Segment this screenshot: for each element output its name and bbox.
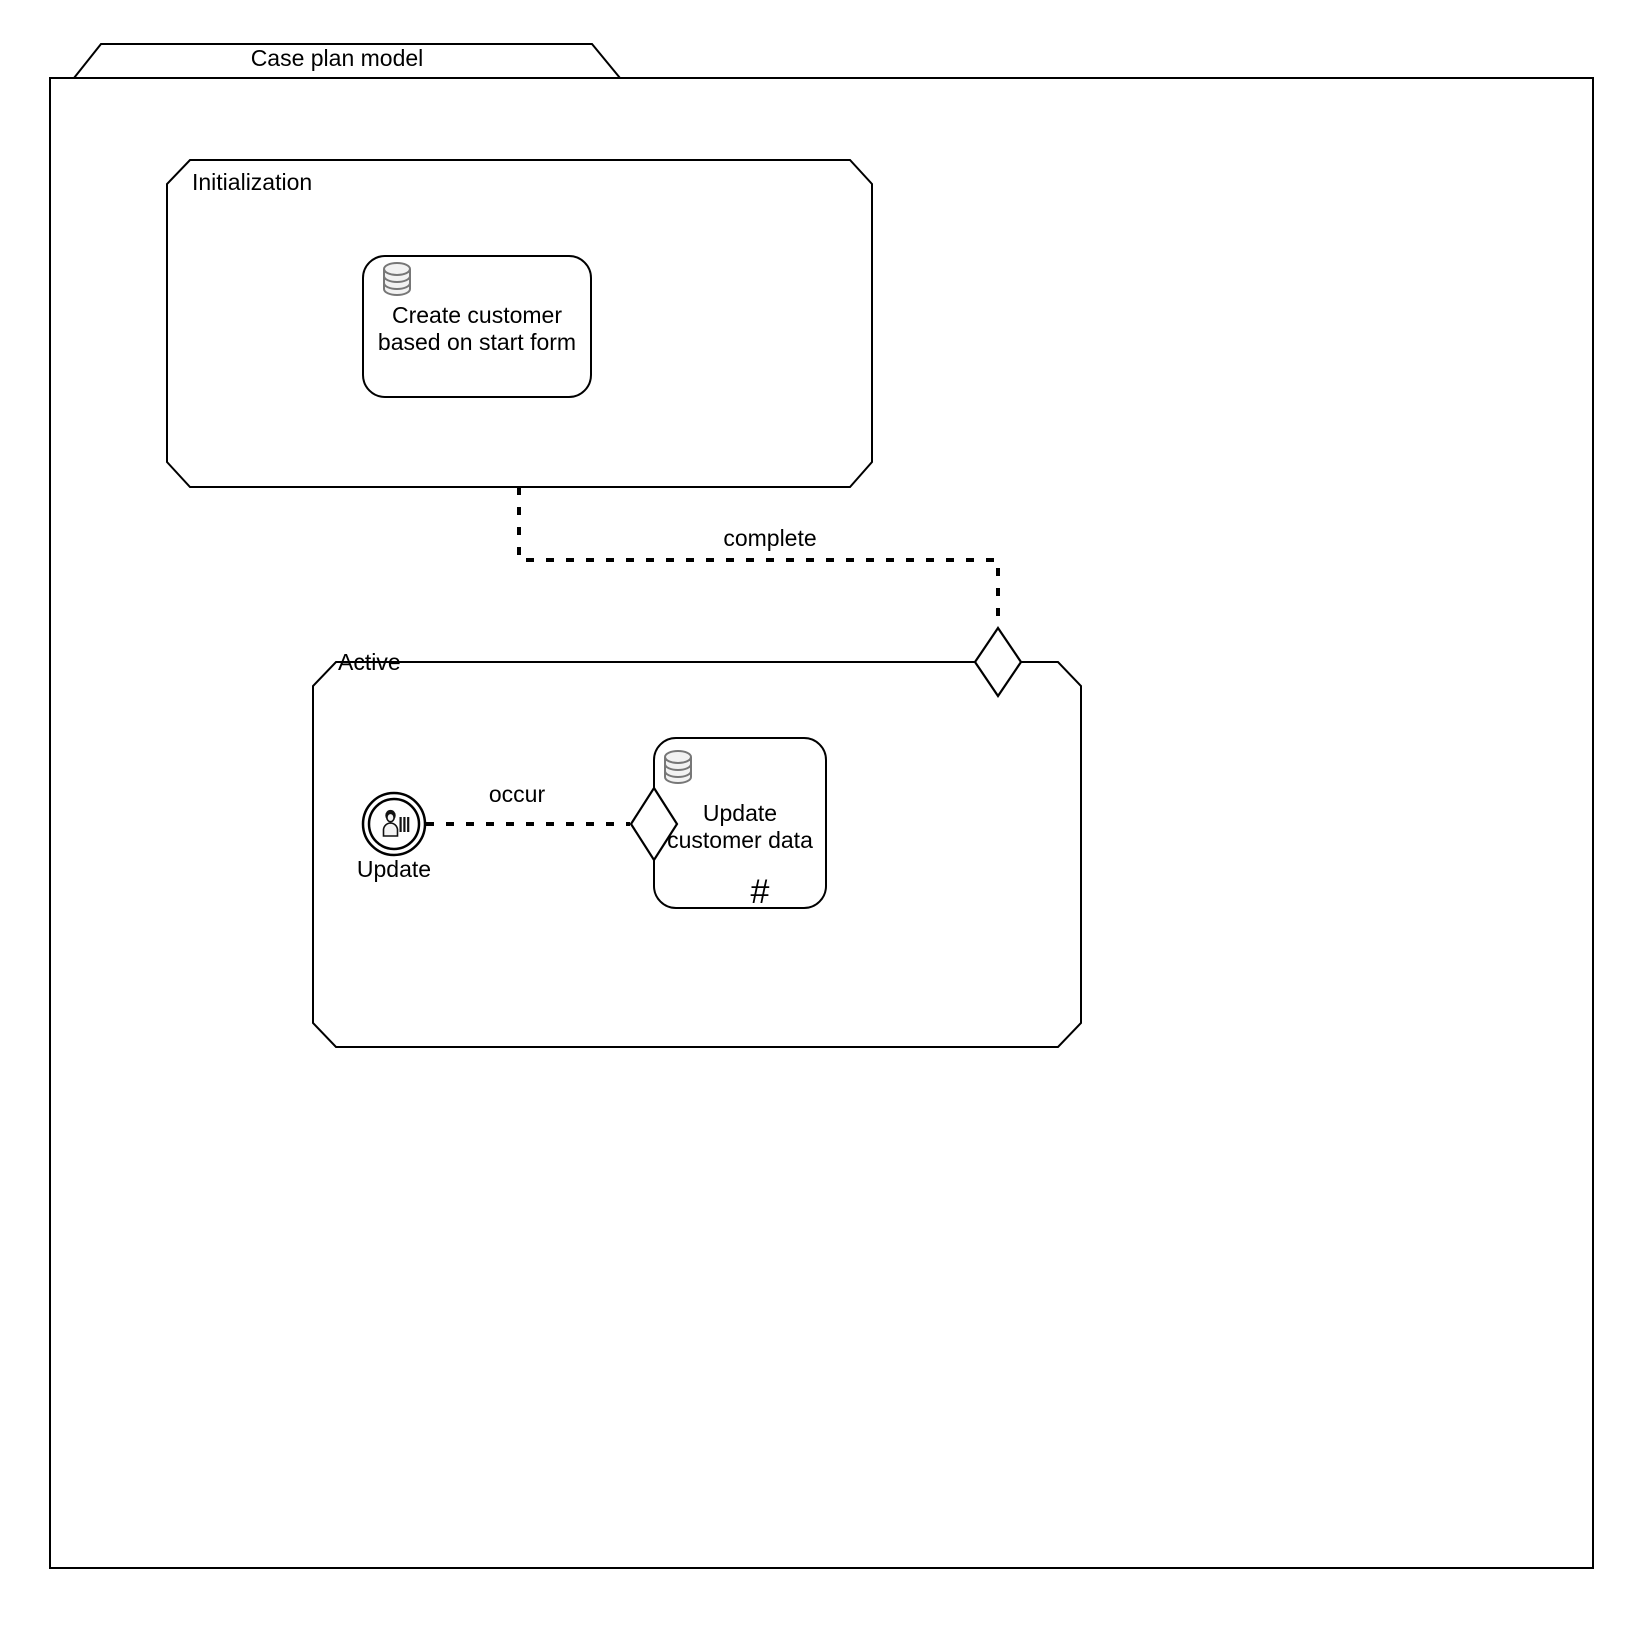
- entry-criterion-update-customer-data[interactable]: [629, 785, 679, 863]
- task-create-customer-label-line2: based on start form: [378, 329, 576, 355]
- task-repetition-marker: #: [751, 873, 770, 911]
- connector-occur-label: occur: [489, 781, 546, 807]
- task-update-customer-data-label-line2: customer data: [667, 827, 813, 853]
- event-listener-update-label: Update: [357, 856, 431, 882]
- case-plan-model-tab[interactable]: [71, 43, 623, 79]
- connector-complete[interactable]: complete: [517, 487, 1000, 628]
- database-icon: [664, 750, 692, 784]
- event-listener-update[interactable]: Update: [357, 791, 431, 882]
- case-plan-model-title: Case plan model: [251, 45, 424, 71]
- task-create-customer-shape[interactable]: [362, 255, 592, 398]
- connector-complete-path[interactable]: [517, 487, 1000, 628]
- connector-occur[interactable]: occur: [426, 781, 630, 826]
- task-update-customer-data[interactable]: Update customer data #: [629, 737, 827, 911]
- task-create-customer-label-line1: Create customer: [392, 302, 562, 328]
- task-update-customer-data-label-line1: Update: [703, 800, 777, 826]
- stage-initialization[interactable]: Initialization Create customer based on …: [166, 159, 873, 488]
- connector-complete-label: complete: [723, 525, 816, 551]
- user-event-listener-icon: [382, 809, 410, 837]
- entry-criterion-active[interactable]: [973, 626, 1023, 698]
- stage-initialization-label: Initialization: [192, 169, 312, 195]
- database-icon: [383, 262, 411, 296]
- stage-active[interactable]: Active: [312, 626, 1082, 1048]
- stage-active-label: Active: [338, 649, 401, 675]
- task-create-customer[interactable]: Create customer based on start form: [362, 255, 592, 398]
